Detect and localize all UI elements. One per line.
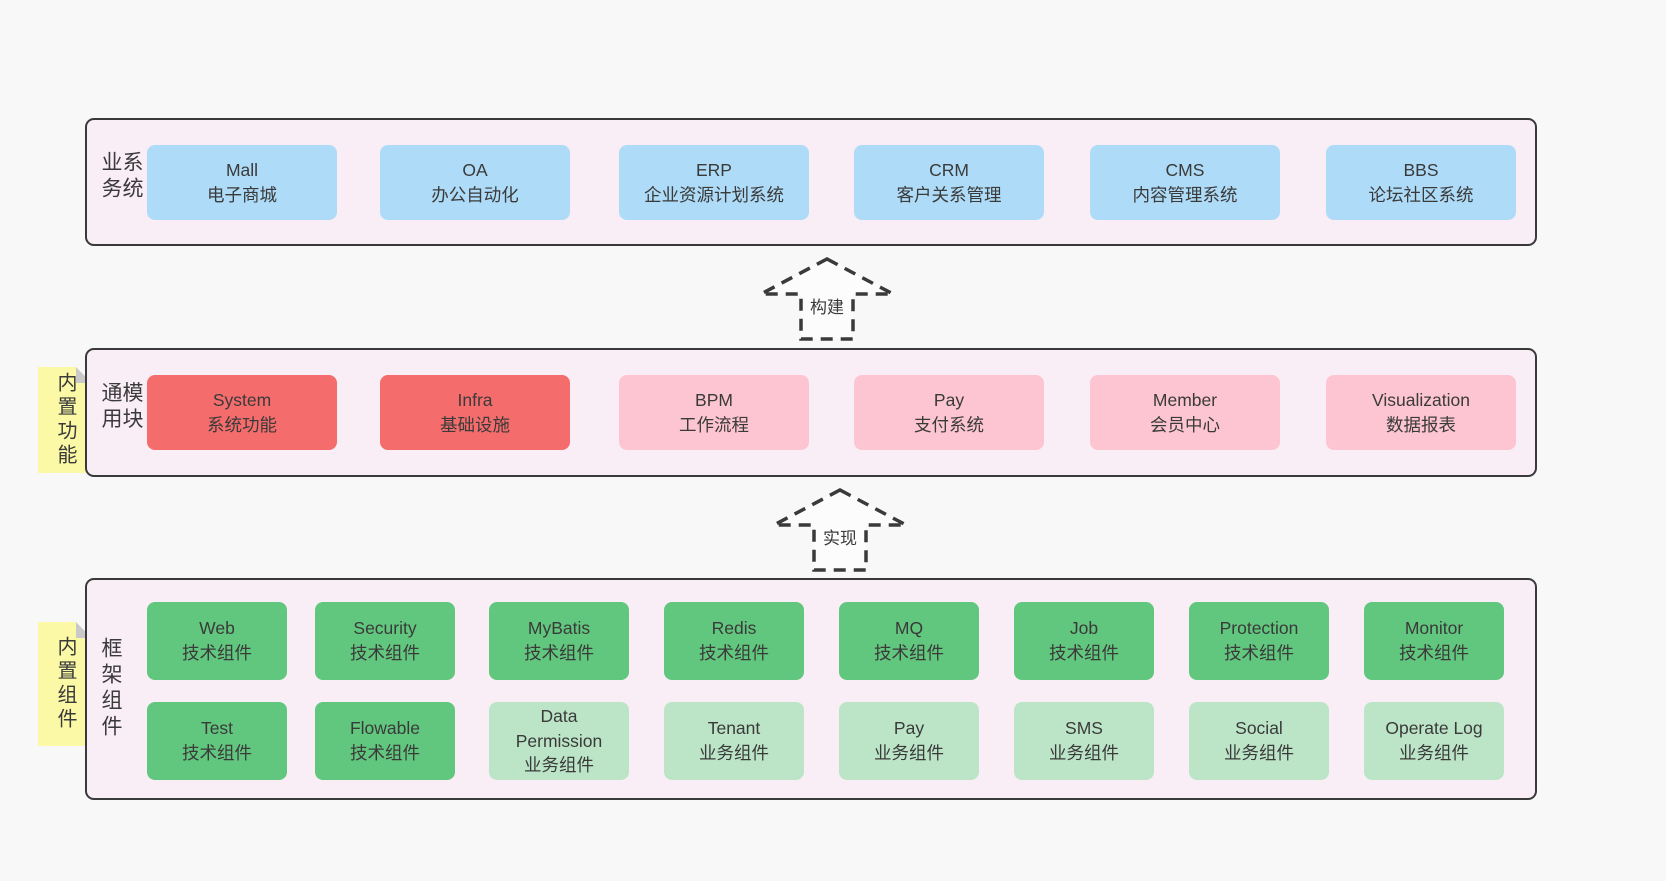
arrow-build-label: 构建 [807, 293, 847, 318]
box-subtitle: 电子商城 [207, 184, 277, 205]
box-title: BPM [695, 389, 733, 410]
box-sms: SMS 业务组件 [1014, 702, 1154, 780]
box-crm: CRM 客户关系管理 [854, 145, 1044, 220]
box-title: Visualization [1372, 389, 1470, 410]
box-title: CRM [929, 159, 969, 180]
arrow-build: 构建 [758, 256, 896, 342]
box-subtitle: 业务组件 [699, 743, 769, 763]
box-redis: Redis 技术组件 [664, 602, 804, 680]
section-business-systems: 业务系统 Mall 电子商城 OA 办公自动化 ERP 企业资源计划系统 CRM… [85, 118, 1537, 246]
box-title: Pay [893, 718, 925, 739]
section-label-modules: 通用模块 [99, 381, 143, 434]
sticky-note-built-in-components: 内置组件 [38, 622, 92, 746]
box-subtitle: 业务组件 [1399, 743, 1469, 763]
box-title: BBS [1403, 159, 1439, 180]
box-title: MQ [894, 618, 924, 639]
box-subtitle: 技术组件 [350, 643, 420, 663]
box-title: Social [1235, 718, 1283, 739]
box-title: Job [1069, 618, 1099, 639]
box-subtitle: 办公自动化 [431, 184, 519, 205]
box-title: Protection [1219, 618, 1299, 639]
box-pay-system: Pay 支付系统 [854, 375, 1044, 450]
box-protection: Protection 技术组件 [1189, 602, 1329, 680]
box-title: OA [462, 159, 488, 180]
section-common-modules: 通用模块 System 系统功能 Infra 基础设施 BPM 工作流程 Pay… [85, 348, 1537, 477]
box-operate-log: Operate Log 业务组件 [1364, 702, 1504, 780]
box-subtitle: 技术组件 [182, 643, 252, 663]
box-web: Web 技术组件 [147, 602, 287, 680]
box-system: System 系统功能 [147, 375, 337, 450]
box-social: Social 业务组件 [1189, 702, 1329, 780]
box-title: Tenant [707, 718, 761, 739]
box-title: Web [199, 618, 235, 639]
box-title: Flowable [349, 718, 421, 739]
box-subtitle: 会员中心 [1150, 414, 1220, 435]
box-subtitle: 技术组件 [874, 643, 944, 663]
sticky-label: 内置功能 [54, 372, 76, 468]
box-title: MyBatis [527, 618, 591, 639]
box-tenant: Tenant 业务组件 [664, 702, 804, 780]
box-title: Mall [225, 159, 259, 180]
box-security: Security 技术组件 [315, 602, 455, 680]
box-flowable: Flowable 技术组件 [315, 702, 455, 780]
box-subtitle: 技术组件 [182, 743, 252, 763]
box-subtitle: 业务组件 [1049, 743, 1119, 763]
box-subtitle: 业务组件 [1224, 743, 1294, 763]
section-label-framework: 框架组件 [99, 637, 122, 741]
box-visualization: Visualization 数据报表 [1326, 375, 1516, 450]
box-subtitle: 技术组件 [1049, 643, 1119, 663]
box-infra: Infra 基础设施 [380, 375, 570, 450]
box-title: Redis [711, 618, 757, 639]
arrow-implement-label: 实现 [820, 524, 860, 549]
box-title: Monitor [1404, 618, 1464, 639]
box-pay-component: Pay 业务组件 [839, 702, 979, 780]
box-title: CMS [1165, 159, 1205, 180]
box-title: Test [200, 718, 234, 739]
box-mybatis: MyBatis 技术组件 [489, 602, 629, 680]
sticky-note-built-in-features: 内置功能 [38, 367, 92, 473]
box-subtitle: 技术组件 [350, 743, 420, 763]
box-title: Pay [933, 389, 965, 410]
box-test: Test 技术组件 [147, 702, 287, 780]
arrow-implement: 实现 [771, 487, 909, 573]
box-subtitle: 数据报表 [1386, 414, 1456, 435]
box-data-permission: Data Permission 业务组件 [489, 702, 629, 780]
box-title: Security [353, 618, 417, 639]
box-subtitle: 业务组件 [524, 755, 594, 776]
box-subtitle: 支付系统 [914, 414, 984, 435]
box-subtitle: 客户关系管理 [896, 184, 1002, 205]
box-title: Infra [457, 389, 493, 410]
box-subtitle: 技术组件 [1224, 643, 1294, 663]
box-subtitle: 技术组件 [1399, 643, 1469, 663]
box-mq: MQ 技术组件 [839, 602, 979, 680]
box-cms: CMS 内容管理系统 [1090, 145, 1280, 220]
box-title: Operate Log [1385, 718, 1483, 739]
box-subtitle: 基础设施 [440, 414, 510, 435]
section-framework-components: 框架组件 Web 技术组件 Security 技术组件 MyBatis 技术组件… [85, 578, 1537, 800]
box-mall: Mall 电子商城 [147, 145, 337, 220]
box-member: Member 会员中心 [1090, 375, 1280, 450]
box-subtitle: 系统功能 [207, 414, 277, 435]
box-subtitle: 论坛社区系统 [1368, 184, 1474, 205]
box-monitor: Monitor 技术组件 [1364, 602, 1504, 680]
box-title: Data Permission [515, 705, 603, 751]
box-subtitle: 技术组件 [524, 643, 594, 663]
section-label-business: 业务系统 [99, 151, 143, 203]
box-bbs: BBS 论坛社区系统 [1326, 145, 1516, 220]
box-title: System [212, 389, 272, 410]
sticky-label: 内置组件 [54, 636, 76, 732]
box-subtitle: 技术组件 [699, 643, 769, 663]
box-title: Member [1152, 389, 1218, 410]
box-title: SMS [1065, 718, 1103, 739]
box-subtitle: 业务组件 [874, 743, 944, 763]
box-job: Job 技术组件 [1014, 602, 1154, 680]
box-subtitle: 内容管理系统 [1132, 184, 1238, 205]
box-erp: ERP 企业资源计划系统 [619, 145, 809, 220]
box-title: ERP [696, 159, 732, 180]
box-subtitle: 企业资源计划系统 [644, 184, 784, 205]
box-subtitle: 工作流程 [679, 414, 749, 435]
box-oa: OA 办公自动化 [380, 145, 570, 220]
box-bpm: BPM 工作流程 [619, 375, 809, 450]
